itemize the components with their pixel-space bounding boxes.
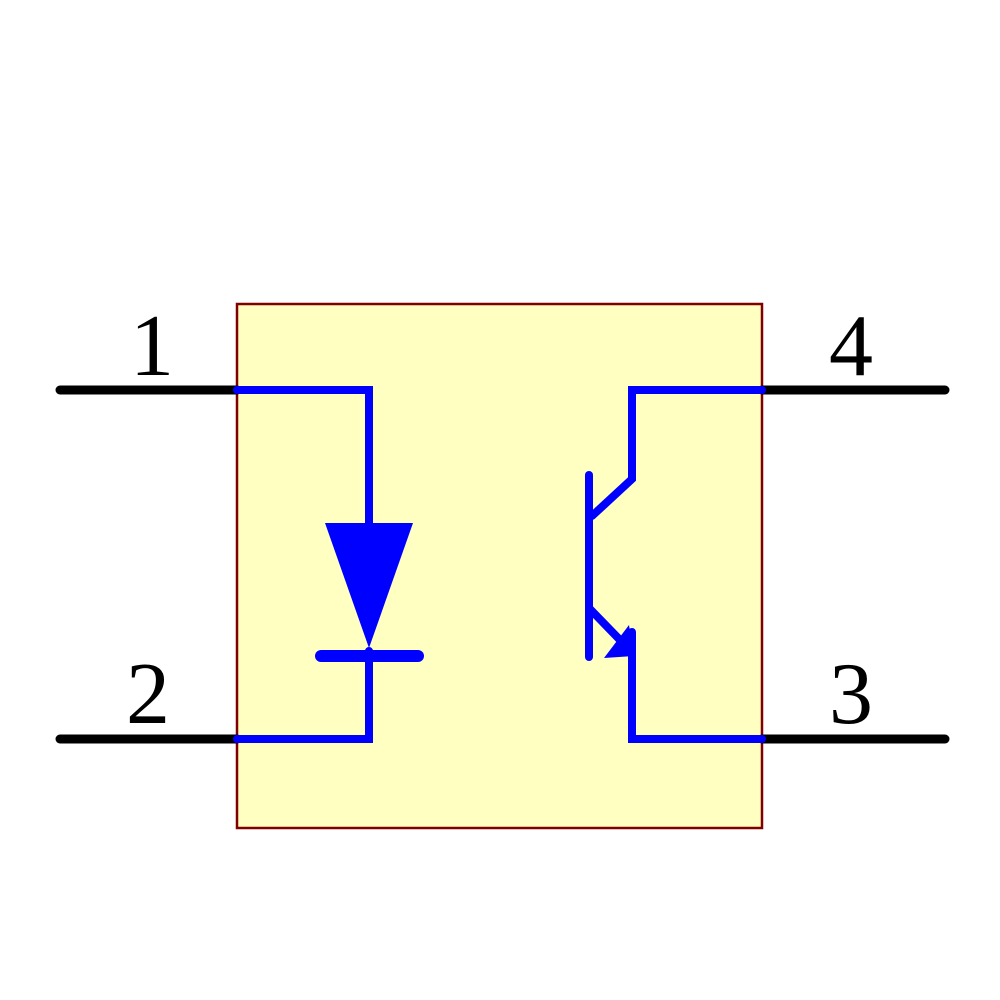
led-cathode-wire — [233, 647, 373, 743]
led-triangle-icon — [325, 523, 413, 648]
transistor-emitter-line — [585, 604, 625, 645]
transistor-collector-wire — [588, 386, 766, 520]
pin-2: 2 — [55, 646, 242, 744]
phototransistor-symbol — [585, 386, 766, 743]
led-anode-wire — [233, 386, 373, 530]
component-body[interactable] — [235, 302, 764, 830]
pin-3-number: 3 — [829, 646, 873, 743]
pin-3: 3 — [757, 646, 950, 744]
led-diode-symbol — [233, 386, 424, 743]
transistor-emitter-arrow-icon — [604, 625, 634, 658]
pin-4-number: 4 — [829, 298, 873, 395]
transistor-emitter-wire — [628, 628, 766, 743]
pin-2-number: 2 — [126, 646, 170, 743]
pin-4: 4 — [757, 298, 950, 395]
pin-1: 1 — [55, 298, 242, 395]
pin-1-number: 1 — [130, 298, 174, 395]
